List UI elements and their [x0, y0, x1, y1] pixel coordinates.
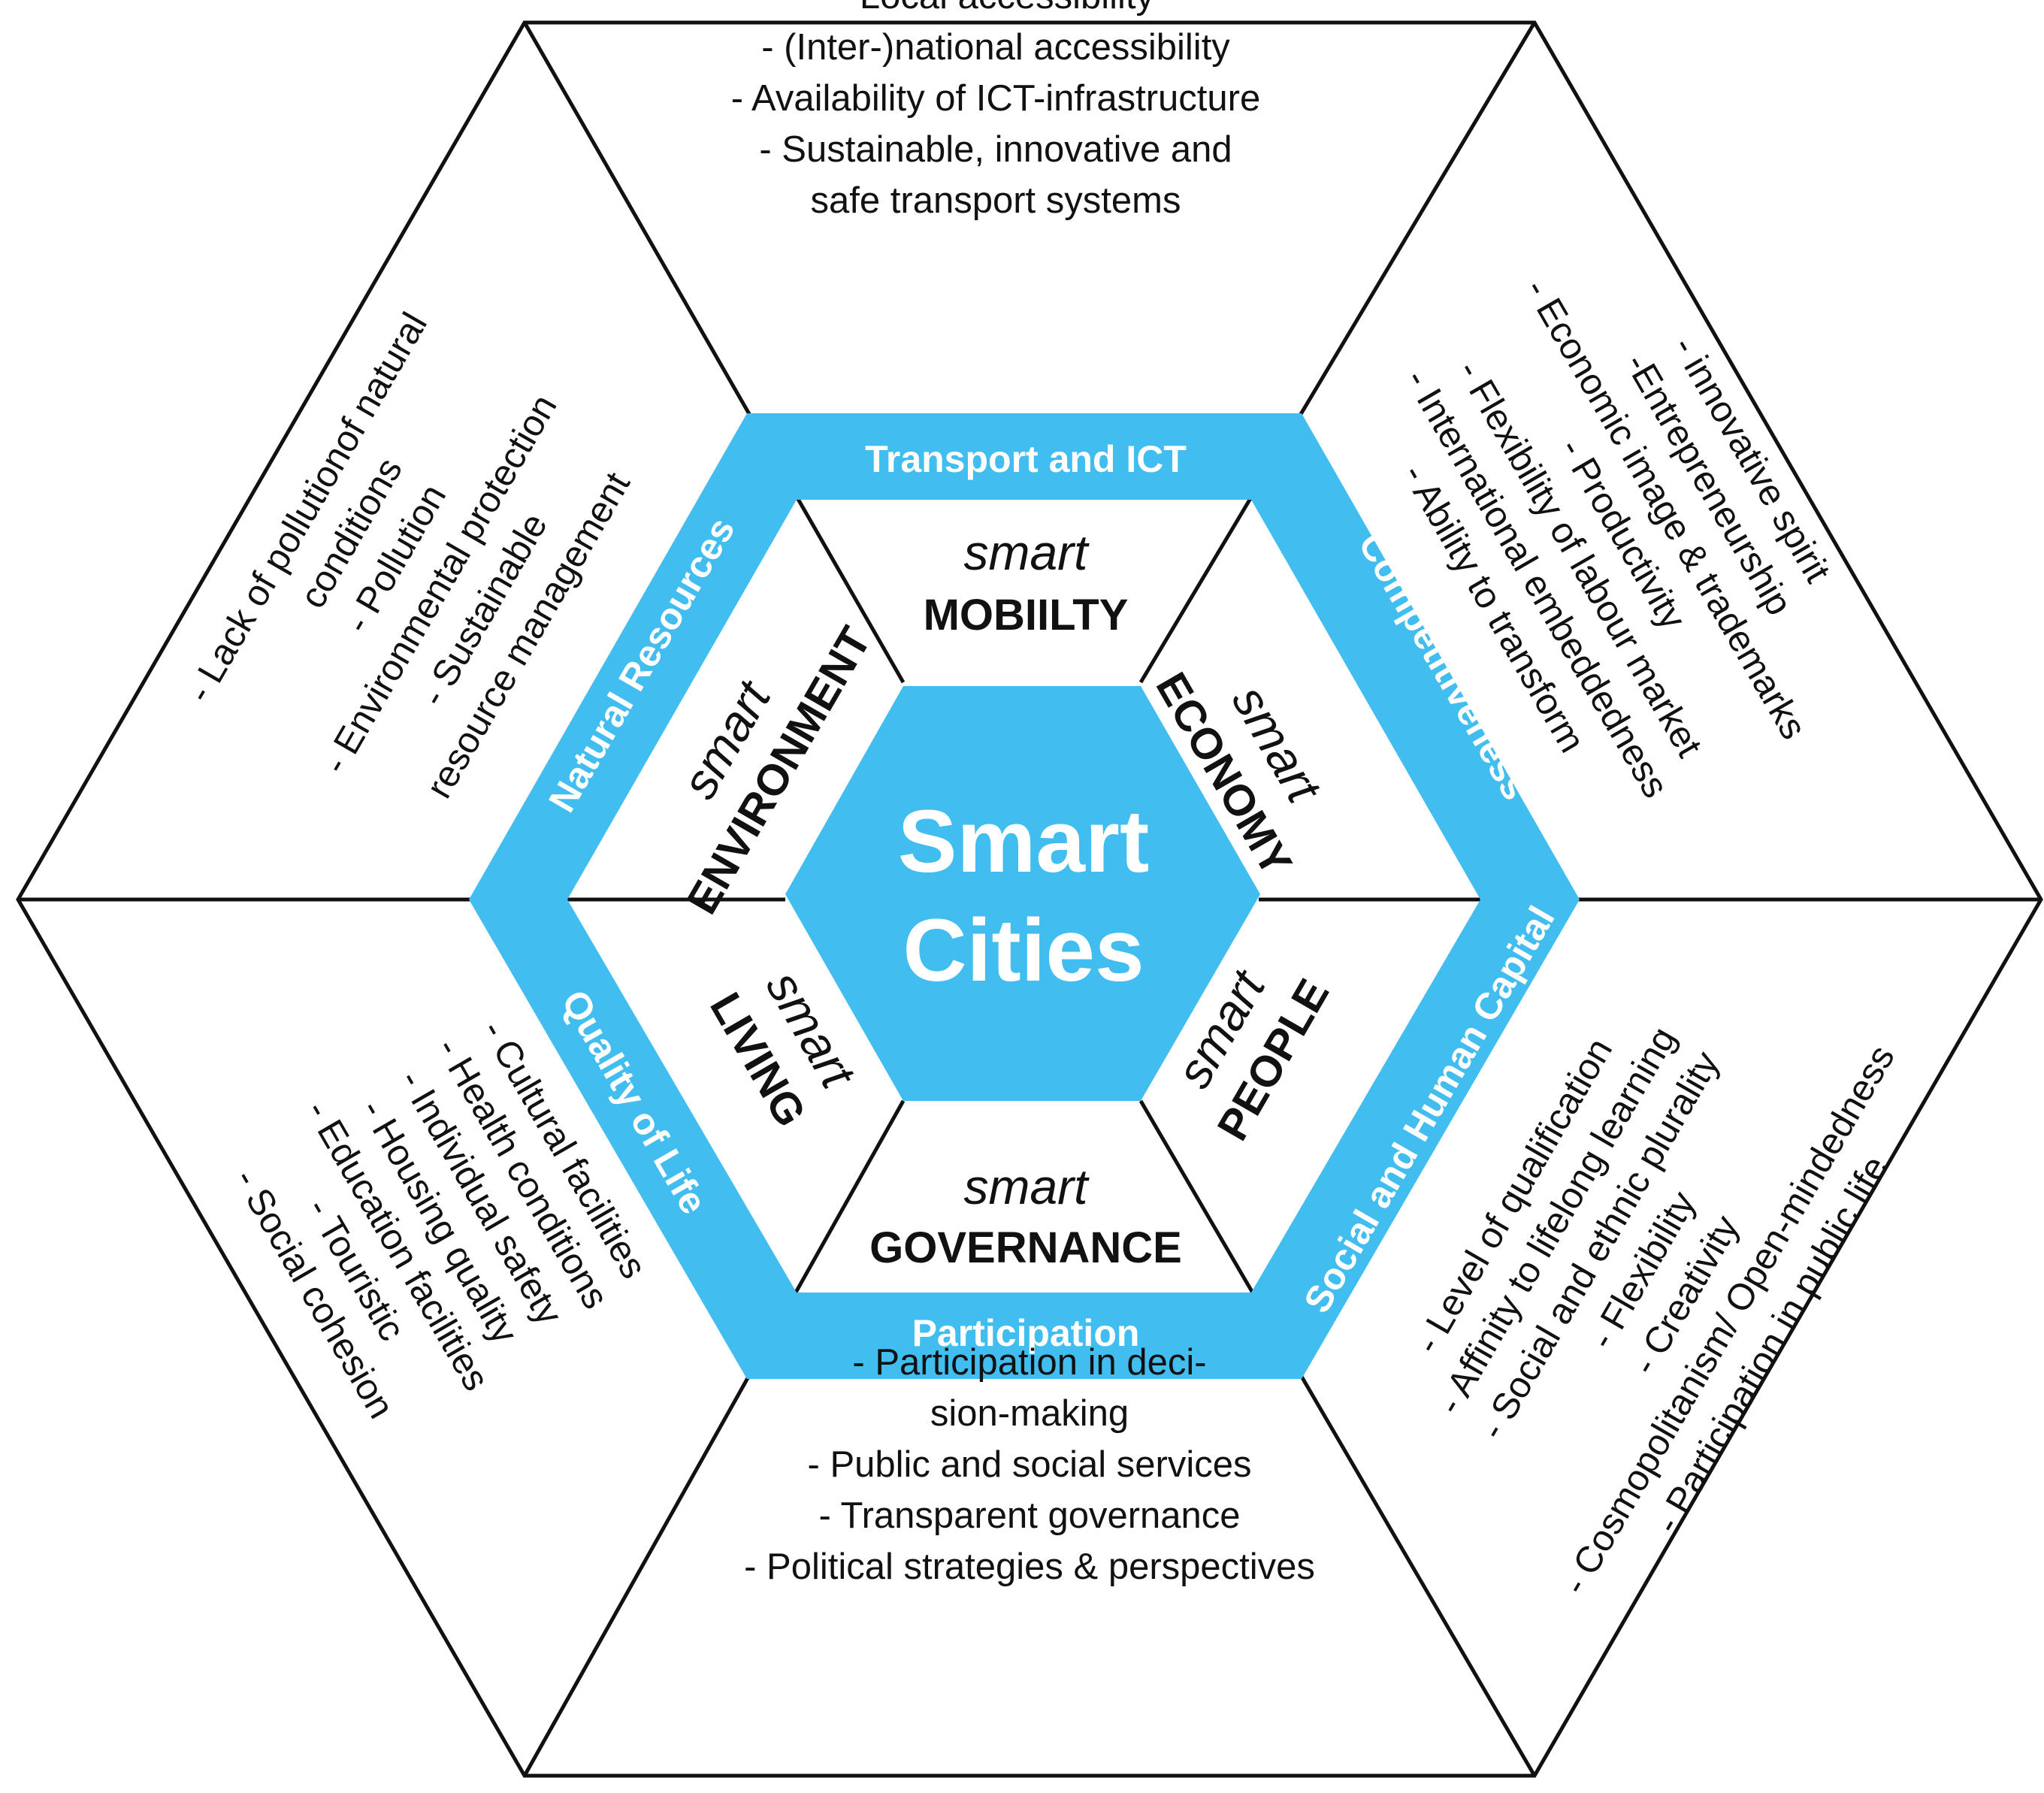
indicator-line: - Availability of ICT-infrastructure: [731, 78, 1260, 119]
center-hexagon: [785, 686, 1260, 1101]
indicator-line: - Political strategies & perspectives: [744, 1547, 1315, 1587]
band-label-transport-ict: Transport and ICT: [865, 438, 1187, 480]
indicator-line: - Transparent governance: [818, 1495, 1240, 1536]
indicator-line: - Local accessibility: [837, 0, 1155, 17]
indicator-line: - (Inter-)national accessibility: [761, 27, 1230, 68]
indicator-line: safe transport systems: [811, 180, 1181, 221]
spoke-bottom-left: [522, 1099, 906, 1777]
center-title-line1: Smart: [898, 792, 1149, 891]
smart-word: smart: [964, 525, 1090, 580]
smart-word: smart: [964, 1159, 1090, 1214]
indicator-line: - Sustainable, innovative and: [759, 129, 1232, 170]
center-title: Smart Cities: [898, 792, 1149, 1000]
indicators-governance: - Participation in deci-sion-making - Pub…: [744, 1342, 1315, 1587]
spoke-bottom-right: [1138, 1099, 1537, 1777]
indicator-line: - Public and social services: [808, 1444, 1252, 1485]
band-label-participation: Participation: [912, 1312, 1140, 1354]
indicator-line: - Participation in deci-: [852, 1342, 1206, 1383]
dimension-governance: smart GOVERNANCE: [869, 1159, 1182, 1272]
center-title-line2: Cities: [903, 901, 1144, 1000]
spoke-top-left: [522, 21, 906, 684]
indicator-line: sion-making: [930, 1393, 1129, 1434]
dimension-name: GOVERNANCE: [869, 1223, 1182, 1272]
spoke-top-right: [1138, 21, 1537, 684]
dimension-mobility: smart MOBIILTY: [924, 525, 1129, 639]
outer-hexagon-frame: [16, 20, 2043, 1778]
dimension-name: MOBIILTY: [924, 591, 1129, 639]
indicators-mobility: - Local accessibility - (Inter-)national …: [731, 0, 1260, 221]
